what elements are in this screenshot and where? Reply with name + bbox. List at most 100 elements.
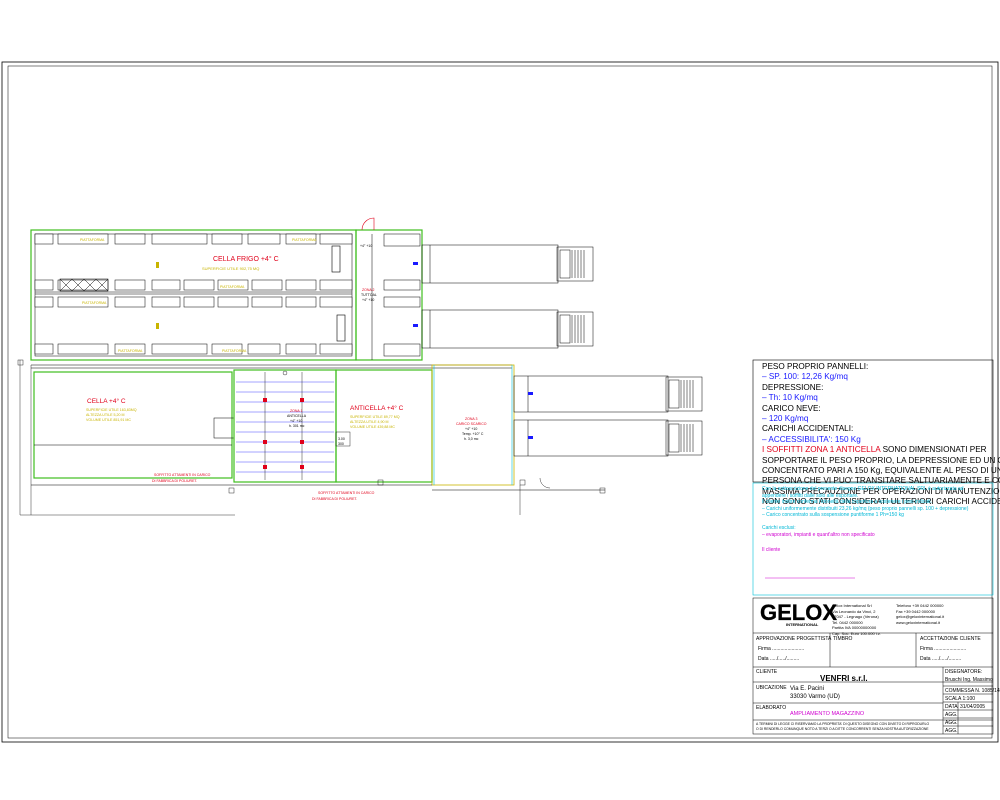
- zona2-line2: TUTTOAL: [361, 293, 377, 297]
- client-signature-label: Il cliente: [762, 547, 781, 554]
- soffitto-label-a: SOFFITTO ATTAMENTI IN CARICO: [154, 473, 211, 477]
- address-line: Via Leonardo da Vinci, 2: [832, 608, 876, 614]
- cyan-note-line: Con la sottoscrizione del presente diseg…: [762, 486, 964, 492]
- client-label: CLIENTE: [756, 669, 778, 675]
- note-line: – Th: 10 Kg/mq: [762, 393, 818, 403]
- cella-frigo-title: CELLA FRIGO +4° C: [213, 255, 279, 263]
- zona1-line4: h. 301 mc: [289, 424, 305, 428]
- cella-frigo-room: PIATTAFORMA PIATTAFORMA PIATTAFORMA PIAT…: [30, 229, 357, 361]
- location-line2: 33030 Varmo (UD): [790, 694, 840, 700]
- acceptance-date: Data ...../...../.........: [920, 656, 962, 662]
- zona3-line5: h. 3,0 mc: [464, 437, 479, 441]
- cella-title: CELLA +4° C: [87, 397, 126, 405]
- acceptance-signature: Firma .......................: [920, 646, 967, 652]
- anticella-title: ANTICELLA +4° C: [350, 404, 404, 412]
- note-line: – SP. 100: 12,26 Kg/mq: [762, 372, 848, 382]
- contact-line: www.geloxinternational.it: [896, 619, 941, 625]
- drawing-type: AMPLIAMENTO MAGAZZINO: [790, 711, 865, 717]
- anticella-info2: ALTEZZA UTILE 4,90 M: [350, 420, 388, 424]
- notes-box: [752, 359, 994, 483]
- note-line: PESO PROPRIO PANNELLI:: [762, 362, 869, 371]
- note-line: CONCENTRATO PARI A 150 Kg, EQUIVALENTE A…: [762, 466, 1000, 476]
- contact-line: Telefono +39 0442 000000: [896, 603, 944, 608]
- copyright-line2: O DI RENDERLO COMUNQUE NOTO A TERZI O A …: [756, 727, 929, 731]
- note-line: CARICHI ACCIDENTALI:: [762, 424, 854, 434]
- cyan-note-line: Carichi esclusi:: [762, 524, 796, 531]
- svg-text:PIATTAFORMA: PIATTAFORMA: [82, 301, 107, 305]
- designer-value: Bruschi Ing. Massimo: [945, 677, 993, 683]
- dock-bays-upper: [421, 244, 594, 349]
- anticella-info1: SUPERFICIE UTILE 89,77 MQ: [350, 415, 400, 419]
- note-line: DEPRESSIONE:: [762, 382, 824, 392]
- date-value: 31/04/2005: [960, 704, 986, 710]
- zona2-small-a: +4° +10: [360, 244, 372, 248]
- title-block: [752, 597, 994, 735]
- gelox-logo: GELOX: [760, 600, 837, 625]
- cella-info1: SUPERFICIE UTILE 163,83MQ: [86, 408, 137, 412]
- contact-line: Fax +39 0442 000000: [896, 608, 936, 614]
- sheet-border-outer: [1, 61, 999, 743]
- zona2-line3: +4° +10: [362, 298, 374, 302]
- zona3-line2: CARICO SCARICO: [456, 422, 487, 426]
- note-line: MASSIMA PRECAUZIONE PER OPERAZIONI DI MA…: [762, 486, 1000, 496]
- company-contacts: Telefono +39 0442 000000 Fax +39 0442 00…: [896, 603, 944, 625]
- svg-text:PIATTAFORMA: PIATTAFORMA: [292, 238, 317, 242]
- structural-notes: PESO PROPRIO PANNELLI: – SP. 100: 12,26 …: [762, 362, 1000, 508]
- approval-signature: Firma .......................: [758, 646, 805, 652]
- cella-frigo-subtitle: SUPERFICIE UTILE 902,75 MQ: [202, 266, 259, 271]
- note-line: – 120 Kg/mq: [762, 414, 809, 424]
- approval-label: APPROVAZIONE PROGETTISTA: [756, 636, 832, 642]
- date-label: DATA: [945, 704, 958, 710]
- cyan-note-line: – evaporatori, impianti e quant'altro no…: [762, 531, 875, 538]
- soffitto-label-b: SOFFITTO ATTAMENTI IN CARICO: [318, 491, 375, 495]
- company-address: Gelox International Srl Via Leonardo da …: [832, 603, 881, 636]
- revision-label: AGG.: [945, 712, 958, 718]
- contact-line: gelox@geloxinternational.it: [896, 614, 945, 619]
- note-highlight: I SOFFITTI ZONA 1 ANTICELLA: [762, 445, 881, 455]
- revision-label: AGG.: [945, 720, 958, 726]
- corridor-zona2: [355, 217, 423, 361]
- location-label: UBICAZIONE: [756, 685, 787, 691]
- sheet-border-inner: [7, 65, 993, 739]
- address-line: Partita IVA 00000000000: [832, 625, 877, 630]
- cyan-note-line: Il cliente inoltre conferma l'idoneità d…: [762, 499, 932, 506]
- zona1-line2: ANTICELLA: [287, 414, 307, 418]
- copyright-line1: A TERMINI DI LEGGE CI RISERVIAMO LA PROP…: [756, 722, 930, 726]
- location-line1: Via E. Pacini: [790, 686, 824, 692]
- cyan-note-line: – Carico concentrato sulla sospensione p…: [762, 512, 904, 519]
- cyan-note-line: – Carichi uniformemente distribuiti 23,2…: [762, 505, 969, 512]
- zona3-line4: Temp. +10° C: [462, 432, 484, 436]
- commessa: COMMESSA N. 1085/14: [945, 688, 1000, 694]
- cyan-notes-box: [752, 482, 994, 596]
- gelox-logo-sub: INTERNATIONAL: [786, 622, 819, 627]
- svg-text:PIATTAFORMA: PIATTAFORMA: [220, 285, 245, 289]
- address-line: 37047 - Legnago (Verona): [832, 614, 879, 619]
- door-dim-b: 300: [338, 442, 344, 446]
- client-name: VENFRI s.r.l.: [820, 674, 868, 683]
- note-line: PERSONA CHE VI PUO' TRANSITARE SALTUARIA…: [762, 476, 1000, 486]
- scale: SCALA 1:100: [945, 696, 976, 702]
- cella-info3: VOLUME UTILE 851,91 MC: [86, 418, 131, 422]
- approval-date: Data ...../...../.........: [758, 656, 800, 662]
- anticella-info3: VOLUME UTILE 439,88 MC: [350, 425, 395, 429]
- zona1-line3: +4° +10: [290, 419, 302, 423]
- zona2-line1: ZONA 2: [362, 288, 375, 292]
- svg-text:PIATTAFORMA: PIATTAFORMA: [118, 349, 143, 353]
- drawing-type-label: ELABORATO: [756, 705, 787, 711]
- note-line: NON SONO STATI CONSIDERATI ULTERIORI CAR…: [762, 497, 1000, 507]
- revision-label: AGG.: [945, 728, 958, 734]
- soffitto-label-a2: DI FABBRICA DI POLIURET.: [152, 479, 197, 483]
- company-name: Gelox International Srl: [832, 603, 872, 608]
- acceptance-label: ACCETTAZIONE CLIENTE: [920, 636, 981, 642]
- zona3-line3: +4° +10: [465, 427, 477, 431]
- note-line: – ACCESSIBILITA': 150 Kg: [762, 434, 861, 444]
- lower-block: [17, 359, 703, 516]
- note-line: CARICO NEVE:: [762, 403, 821, 413]
- address-line: Tel. 0442 000000: [832, 619, 863, 625]
- svg-text:PIATTAFORMA: PIATTAFORMA: [222, 349, 247, 353]
- note-line: SOPPORTARE IL PESO PROPRIO, LA DEPRESSIO…: [762, 455, 1000, 465]
- svg-text:PIATTAFORMA: PIATTAFORMA: [80, 238, 105, 242]
- address-line: Cap. Soc. Euro 100.000 i.v.: [832, 630, 881, 636]
- zona1-line1: ZONA 1: [290, 409, 303, 413]
